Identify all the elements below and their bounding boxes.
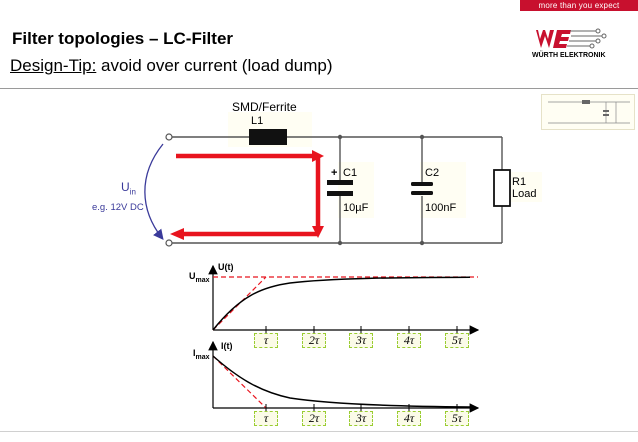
- tau-tick-label: 4τ: [397, 333, 421, 348]
- c2-label: C2: [425, 167, 440, 179]
- current-axis-label: I(t): [221, 341, 233, 351]
- current-graph: [208, 340, 480, 413]
- r1-label: R1: [512, 176, 527, 188]
- c2-label-box: [420, 162, 466, 218]
- l1-label: L1: [251, 115, 264, 127]
- junction-dot: [337, 240, 343, 246]
- tau-tick-label: τ: [254, 411, 278, 426]
- voltage-axis-label: U(t): [218, 262, 234, 272]
- inductor-l1: [249, 129, 287, 145]
- c1-label-box: [338, 162, 374, 218]
- uin-note: e.g. 12V DC: [92, 202, 144, 213]
- wurth-logo: WÜRTH ELEKTRONIK: [530, 26, 630, 64]
- tau-tick-label: 2τ: [302, 411, 326, 426]
- slide-title: Filter topologies – LC-Filter: [12, 29, 234, 48]
- capacitor-c1-plate: [327, 191, 353, 196]
- umax-label: Umax: [189, 271, 210, 284]
- junction-dot: [337, 134, 343, 140]
- uin-arrow: [144, 143, 164, 241]
- c2-value: 100nF: [425, 202, 457, 214]
- tau-tick-label: 4τ: [397, 411, 421, 426]
- smd-ferrite-label: SMD/Ferrite: [232, 100, 297, 114]
- input-terminal-top: [165, 133, 173, 141]
- inrush-current-path: [170, 150, 324, 240]
- brand-name: WÜRTH ELEKTRONIK: [532, 52, 606, 59]
- c1-label: C1: [343, 167, 358, 179]
- junction-dot: [419, 240, 425, 246]
- c1-polarity-label: +: [331, 167, 338, 179]
- input-terminal-bottom: [165, 239, 173, 247]
- design-tip-text: avoid over current (load dump): [96, 56, 333, 75]
- voltage-curve: [212, 276, 471, 331]
- tau-tick-label: 2τ: [302, 333, 326, 348]
- junction-dot: [419, 134, 425, 140]
- tau-tick-label: 5τ: [445, 411, 469, 426]
- resistor-r1: [493, 169, 511, 207]
- tagline-banner: more than you expect: [520, 0, 638, 11]
- voltage-graph: [208, 264, 480, 335]
- tau-tick-label: τ: [254, 333, 278, 348]
- slide-subtitle: Design-Tip: avoid over current (load dum…: [10, 56, 333, 76]
- header-divider: [0, 88, 638, 89]
- capacitor-c2-plate: [411, 182, 433, 186]
- design-tip-label: Design-Tip:: [10, 56, 97, 75]
- uin-label: Uin: [121, 180, 136, 197]
- current-curve: [212, 355, 471, 408]
- capacitor-c2-plate: [411, 191, 433, 195]
- r1-description: Load: [512, 188, 537, 200]
- footer-divider: [0, 431, 638, 432]
- imax-label: Imax: [193, 348, 210, 361]
- circuit-wires: [172, 136, 503, 244]
- capacitor-c1-plate: [327, 180, 353, 185]
- c1-value: 10µF: [343, 202, 369, 214]
- tau-tick-label: 3τ: [349, 333, 373, 348]
- tau-tick-label: 5τ: [445, 333, 469, 348]
- thumbnail-preview: [541, 94, 635, 130]
- we-logo-mark: [536, 28, 607, 49]
- tau-tick-label: 3τ: [349, 411, 373, 426]
- r1-label-box: [508, 172, 542, 202]
